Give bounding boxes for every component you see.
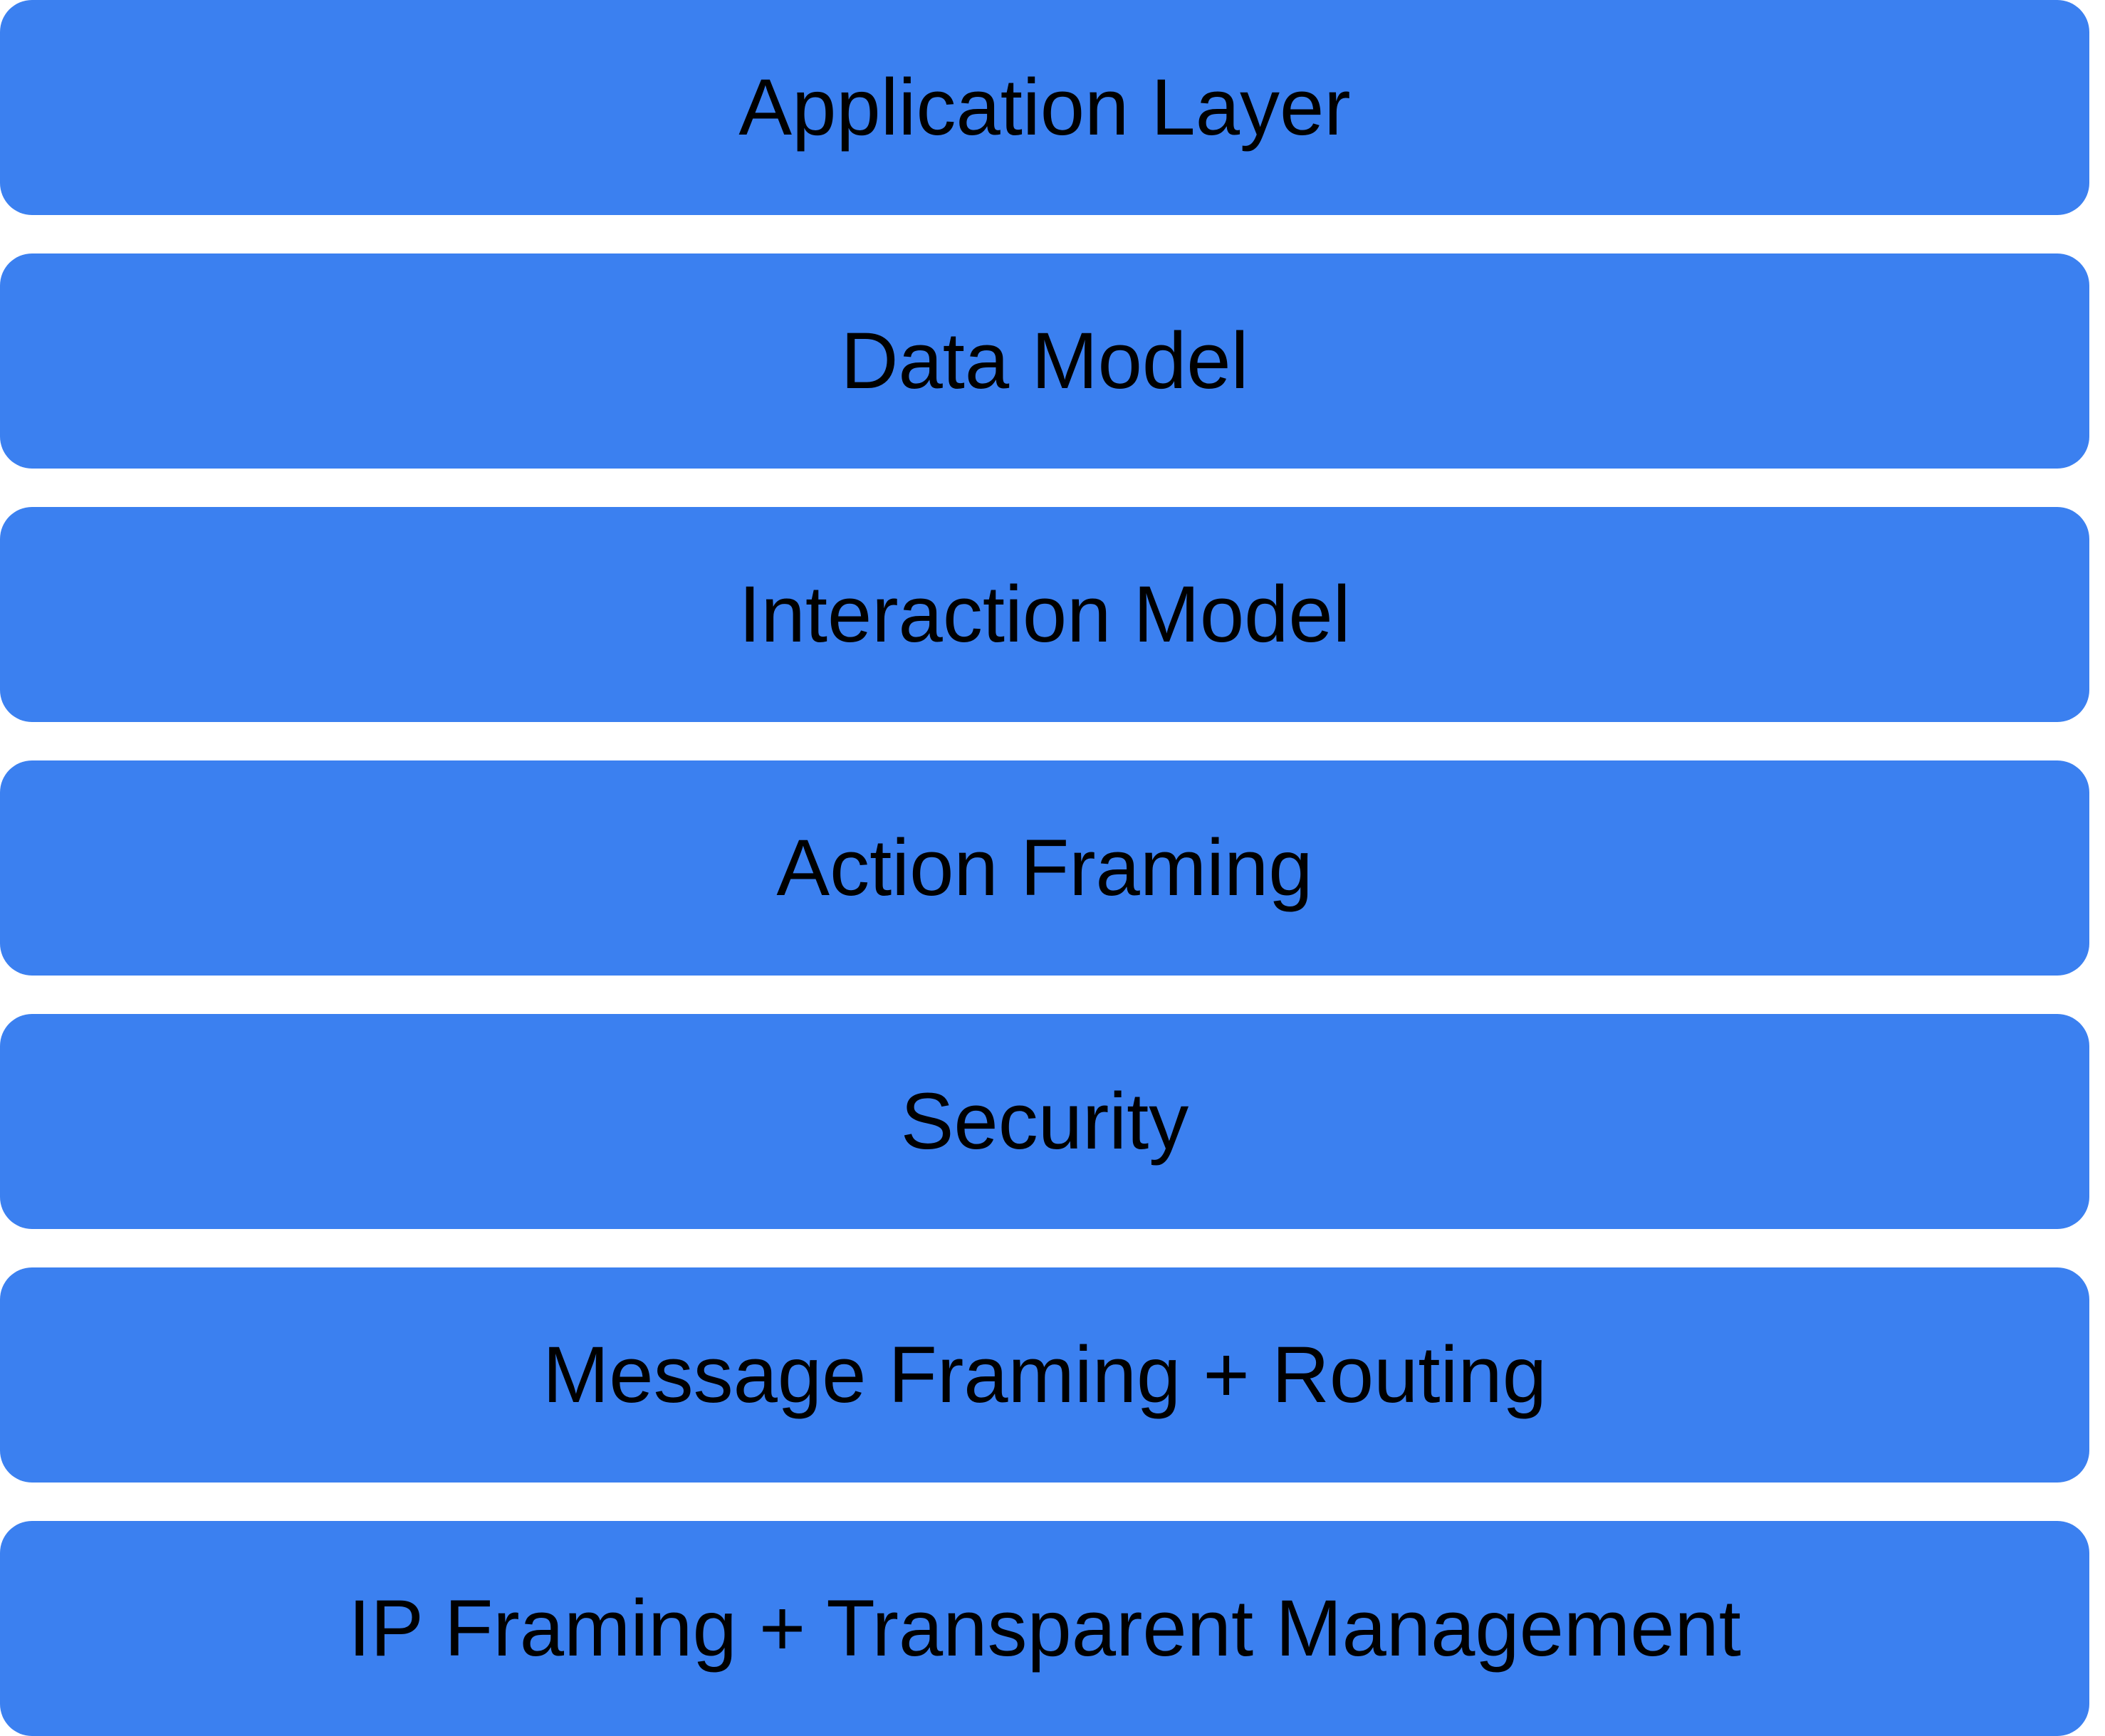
layer-label-action-framing: Action Framing <box>776 823 1313 912</box>
layer-label-data-model: Data Model <box>840 316 1249 405</box>
layer-box-data-model: Data Model <box>0 253 2089 469</box>
layer-box-ip-framing-transparent-management: IP Framing + Transparent Management <box>0 1521 2089 1736</box>
layer-label-application-layer: Application Layer <box>738 63 1351 152</box>
layer-box-action-framing: Action Framing <box>0 760 2089 976</box>
layer-box-message-framing-routing: Message Framing + Routing <box>0 1267 2089 1483</box>
layer-box-interaction-model: Interaction Model <box>0 507 2089 722</box>
layer-label-interaction-model: Interaction Model <box>738 570 1351 659</box>
layer-box-security: Security <box>0 1014 2089 1229</box>
layer-label-message-framing-routing: Message Framing + Routing <box>542 1330 1547 1419</box>
layer-box-application-layer: Application Layer <box>0 0 2089 215</box>
layer-label-ip-framing-transparent-management: IP Framing + Transparent Management <box>348 1584 1741 1673</box>
layer-label-security: Security <box>900 1077 1189 1166</box>
